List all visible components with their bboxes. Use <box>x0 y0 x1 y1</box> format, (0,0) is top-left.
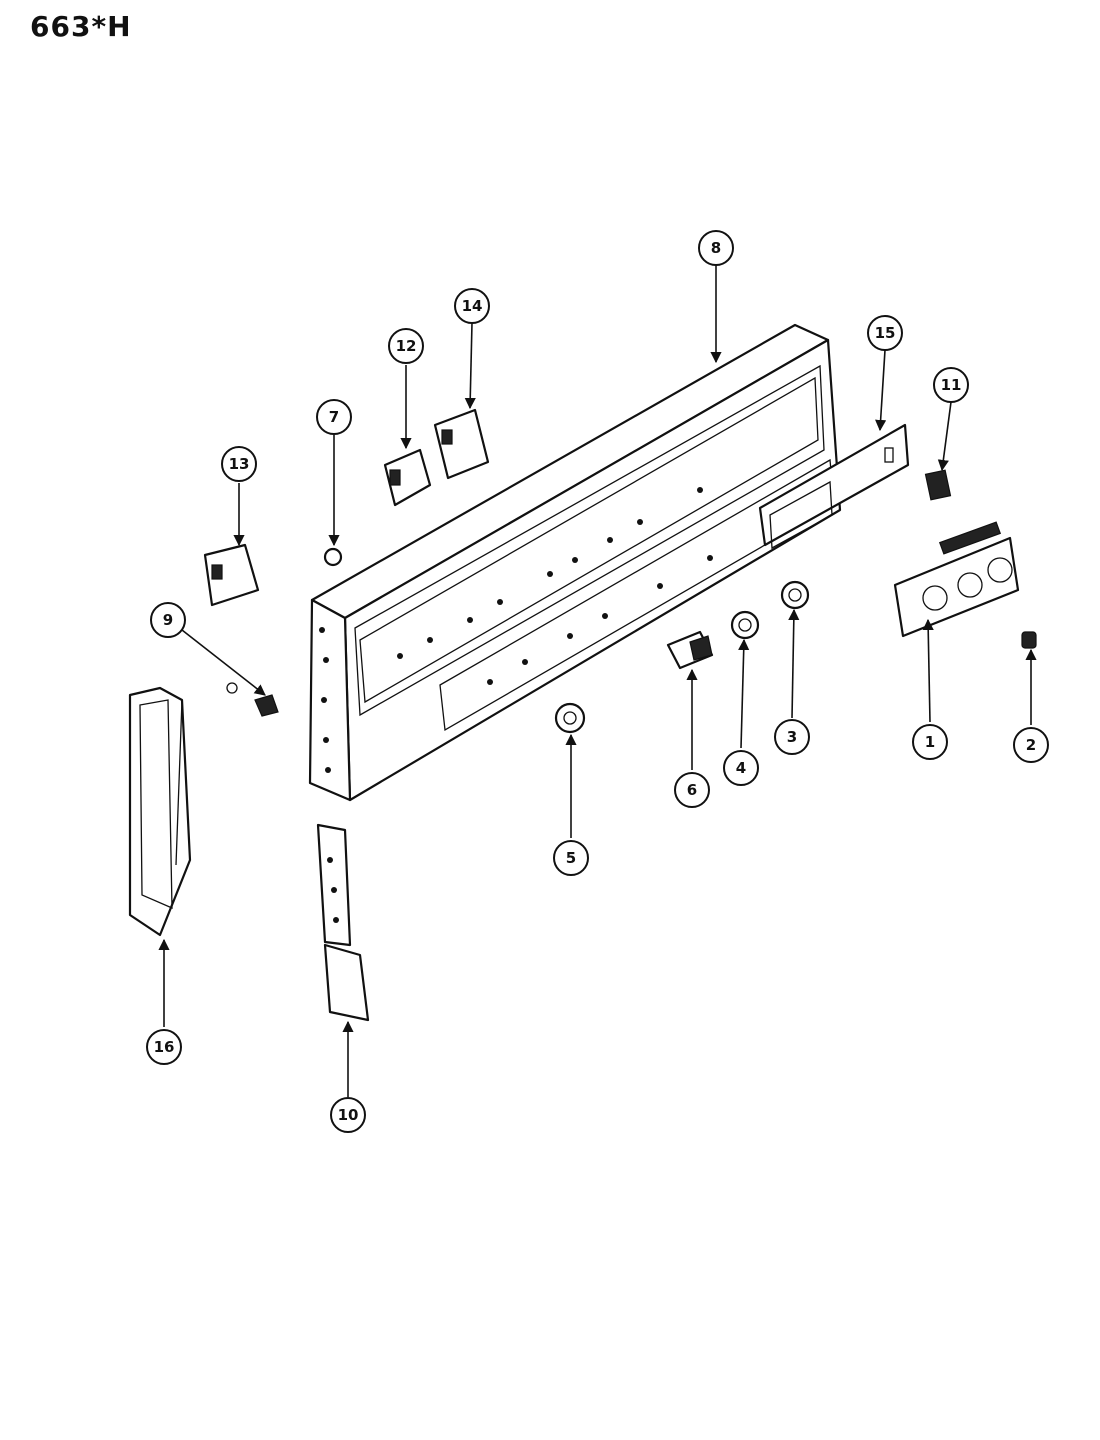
callout-circle <box>867 315 903 351</box>
callout-circle <box>316 399 352 435</box>
callout-6: 6 <box>674 772 710 808</box>
infinite-switch-13 <box>203 543 260 607</box>
clock-timer-1 <box>893 521 1020 638</box>
callout-circle <box>774 719 810 755</box>
callout-1: 1 <box>912 724 948 760</box>
callout-14: 14 <box>454 288 490 324</box>
callout-circle <box>1013 727 1049 763</box>
callout-label: 10 <box>338 1106 359 1124</box>
light-switch-11 <box>924 469 952 501</box>
callout-label: 11 <box>941 376 962 394</box>
knob-5 <box>554 702 586 734</box>
callout-13: 13 <box>221 446 257 482</box>
callout-8: 8 <box>698 230 734 266</box>
callout-3: 3 <box>774 719 810 755</box>
callout-5: 5 <box>553 840 589 876</box>
callout-label: 7 <box>329 408 339 426</box>
overlay-strip-part <box>758 423 910 550</box>
callout-11: 11 <box>933 367 969 403</box>
callout-circle <box>221 446 257 482</box>
callout-label: 1 <box>925 733 935 751</box>
callout-15: 15 <box>867 315 903 351</box>
callout-circle <box>146 1029 182 1065</box>
upper-hole-row <box>397 487 703 659</box>
page-title: 663*H <box>30 10 132 43</box>
clip-7 <box>323 547 343 567</box>
callout-circle <box>674 772 710 808</box>
knob-3 <box>780 580 810 610</box>
callout-circle <box>330 1097 366 1133</box>
callout-circle <box>454 288 490 324</box>
lower-hole-row <box>487 555 713 685</box>
callout-circle <box>553 840 589 876</box>
callout-16: 16 <box>146 1029 182 1065</box>
callout-label: 13 <box>229 455 250 473</box>
leader-lines <box>158 265 1037 1097</box>
rocker-switch-6 <box>666 630 714 670</box>
screw-2 <box>1021 631 1037 649</box>
knob-4 <box>730 610 760 640</box>
callout-label: 5 <box>566 849 576 867</box>
callout-7: 7 <box>316 399 352 435</box>
callout-12: 12 <box>388 328 424 364</box>
infinite-switch-14 <box>433 408 490 480</box>
screw-9 <box>226 682 279 717</box>
callout-10: 10 <box>330 1097 366 1133</box>
callout-4: 4 <box>723 750 759 786</box>
callout-label: 3 <box>787 728 797 746</box>
callout-circle <box>388 328 424 364</box>
callout-label: 15 <box>875 324 896 342</box>
callout-circle <box>723 750 759 786</box>
callout-circle <box>150 602 186 638</box>
control-panel-part <box>308 323 842 802</box>
callout-label: 6 <box>687 781 697 799</box>
callout-circle <box>698 230 734 266</box>
end-cap-part <box>128 686 192 937</box>
callout-9: 9 <box>150 602 186 638</box>
callout-2: 2 <box>1013 727 1049 763</box>
callout-circle <box>912 724 948 760</box>
mounting-bracket-part <box>316 823 370 1022</box>
callout-label: 12 <box>396 337 417 355</box>
callout-label: 2 <box>1026 736 1036 754</box>
callout-label: 8 <box>711 239 721 257</box>
callout-label: 9 <box>163 611 173 629</box>
callout-circle <box>933 367 969 403</box>
callout-label: 14 <box>462 297 483 315</box>
infinite-switch-12 <box>383 448 432 507</box>
callout-label: 4 <box>736 759 746 777</box>
callout-label: 16 <box>154 1038 175 1056</box>
